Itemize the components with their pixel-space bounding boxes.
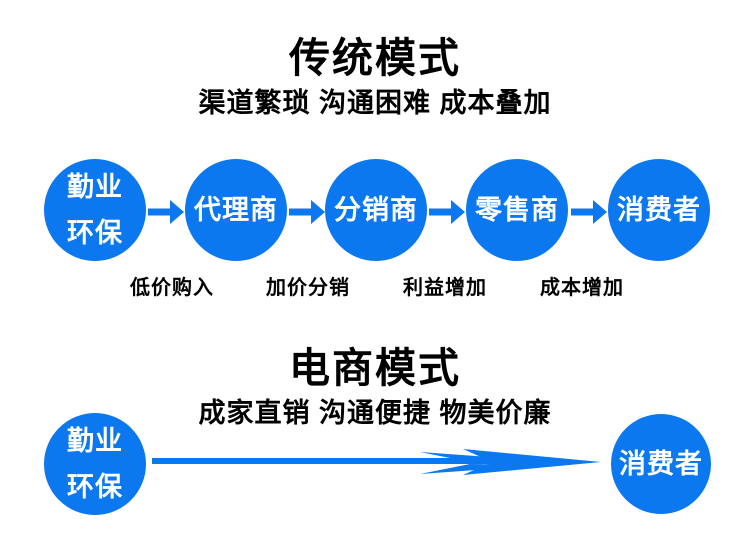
step-label-markup-distribution: 加价分销 xyxy=(266,277,350,299)
right-arrow-icon xyxy=(148,200,184,224)
node-qinye-huanbao: 勤业 环保 xyxy=(44,159,146,261)
node-retailer: 零售商 xyxy=(466,159,568,261)
node-distributor: 分销商 xyxy=(325,159,427,261)
traditional-model-subtitle: 渠道繁琐 沟通困难 成本叠加 xyxy=(198,88,552,118)
step-label-profit-increase: 利益增加 xyxy=(403,277,487,299)
step-label-low-price-purchase: 低价购入 xyxy=(130,277,214,299)
direct-sale-arrow-icon xyxy=(152,449,601,475)
right-arrow-icon xyxy=(429,200,465,224)
node-consumer-bottom: 消费者 xyxy=(611,414,711,514)
ecommerce-model-title: 电商模式 xyxy=(289,345,461,391)
ecommerce-model-subtitle: 成家直销 沟通便捷 物美价廉 xyxy=(198,398,552,428)
traditional-model-title: 传统模式 xyxy=(289,35,461,81)
node-agent: 代理商 xyxy=(185,159,287,261)
right-arrow-icon xyxy=(289,200,325,224)
right-arrow-icon xyxy=(571,200,607,224)
node-qinye-huanbao-bottom: 勤业 环保 xyxy=(44,413,146,515)
node-consumer: 消费者 xyxy=(608,159,710,261)
step-label-cost-increase: 成本增加 xyxy=(540,277,624,299)
